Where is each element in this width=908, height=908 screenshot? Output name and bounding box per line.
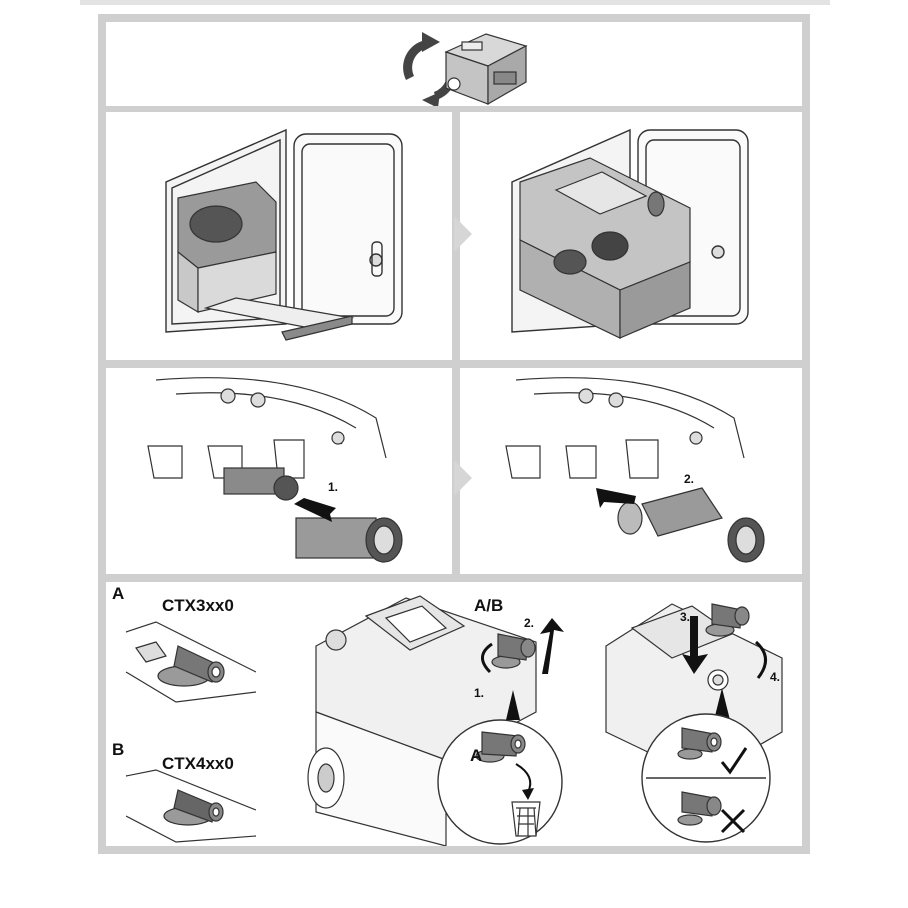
panel-cap-replacement: A CTX3xx0 B CTX4xx0 <box>106 582 802 846</box>
tank-cap-install <box>605 603 783 843</box>
step-label-1: 1. <box>474 686 485 700</box>
variant-b-model: CTX4xx0 <box>162 754 234 773</box>
variant-b-letter: B <box>112 740 125 759</box>
arrow-left-down-icon <box>294 498 336 522</box>
large-tank <box>519 157 691 339</box>
instruction-frame: 1. 2. <box>98 14 810 854</box>
chevron-right-icon <box>454 216 472 252</box>
pointer-triangle <box>506 690 520 720</box>
waste-basket-icon <box>511 801 541 837</box>
rotate-arrow-icon <box>481 642 493 674</box>
step-label-2: 2. <box>524 616 535 630</box>
heading-ab: A/B <box>474 596 504 615</box>
cross-icon <box>720 808 746 834</box>
arrow-down-icon <box>682 616 708 674</box>
chevron-right-icon <box>454 460 472 496</box>
arrow-left-up-icon <box>596 488 636 508</box>
tank-cap-removal <box>307 595 564 846</box>
panel-spout-insert: 2. <box>460 368 802 574</box>
step-label-2: 2. <box>684 472 695 486</box>
panel-door-open-right <box>460 112 802 360</box>
panel-spout-remove: 1. <box>106 368 452 574</box>
spout-part <box>295 517 403 563</box>
variant-a-letter: A <box>112 584 125 603</box>
panel-door-open-left <box>106 112 452 360</box>
callout-letter-a: A <box>470 746 483 765</box>
rotate-arrow-icon <box>754 640 767 679</box>
pointer-triangle <box>714 688 730 720</box>
step-label-3: 3. <box>680 610 691 624</box>
callout-circle <box>641 713 771 843</box>
variant-a-model: CTX3xx0 <box>162 596 234 615</box>
callout-circle <box>437 719 563 845</box>
cap-on-tank <box>491 633 536 669</box>
top-rule <box>80 0 830 5</box>
tank-on-rails <box>177 181 355 341</box>
step-label-1: 1. <box>328 480 339 494</box>
checkmark-icon <box>720 747 748 775</box>
arrow-up-icon <box>540 618 564 674</box>
cap-variant-b <box>125 769 256 843</box>
spout-part <box>617 487 765 563</box>
cap-variant-a <box>125 621 256 703</box>
panel-rotate <box>106 22 802 106</box>
portable-toilet-illustration <box>444 33 528 106</box>
step-label-4: 4. <box>770 670 781 684</box>
